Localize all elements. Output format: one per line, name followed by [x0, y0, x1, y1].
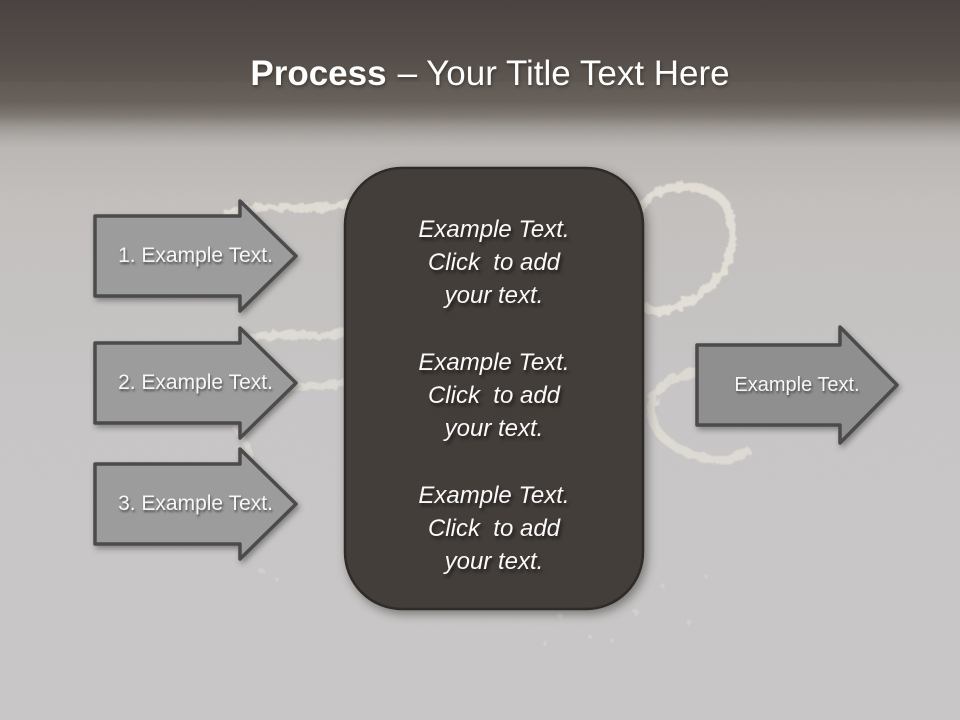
chalk-stroke-mid-icon — [239, 328, 352, 344]
placeholder-text-block-2[interactable]: Example Text. Click to add your text. — [418, 349, 570, 442]
center-panel-shape[interactable] — [343, 166, 645, 611]
step-1-arrow-shape[interactable] — [93, 199, 298, 313]
placeholder-text-block-1[interactable]: Example Text. Click to add your text. — [418, 216, 570, 309]
step-2-arrow-shape[interactable] — [93, 326, 298, 440]
chalk-stroke-top-icon — [225, 200, 351, 217]
step-1-arrow-label[interactable]: 1. Example Text. — [118, 244, 273, 267]
chalk-doodles — [225, 182, 751, 646]
chalk-letter-s-icon — [638, 182, 737, 317]
chalk-arc-icon — [646, 366, 751, 464]
slide-title: Process – Your Title Text Here — [0, 52, 960, 96]
title-subtitle: – Your Title Text Here — [397, 54, 730, 93]
step-2-arrow-label[interactable]: 2. Example Text. — [118, 371, 273, 394]
step-3-arrow-label[interactable]: 3. Example Text. — [118, 492, 273, 515]
placeholder-text-block-3[interactable]: Example Text. Click to add your text. — [418, 482, 570, 575]
title-emphasis: Process — [250, 54, 387, 93]
step-3-arrow-shape[interactable] — [93, 447, 298, 561]
center-panel-text: Example Text. Click to add your text. Ex… — [345, 168, 643, 610]
output-arrow-label[interactable]: Example Text. — [734, 374, 860, 396]
output-arrow-shape[interactable] — [695, 325, 899, 445]
